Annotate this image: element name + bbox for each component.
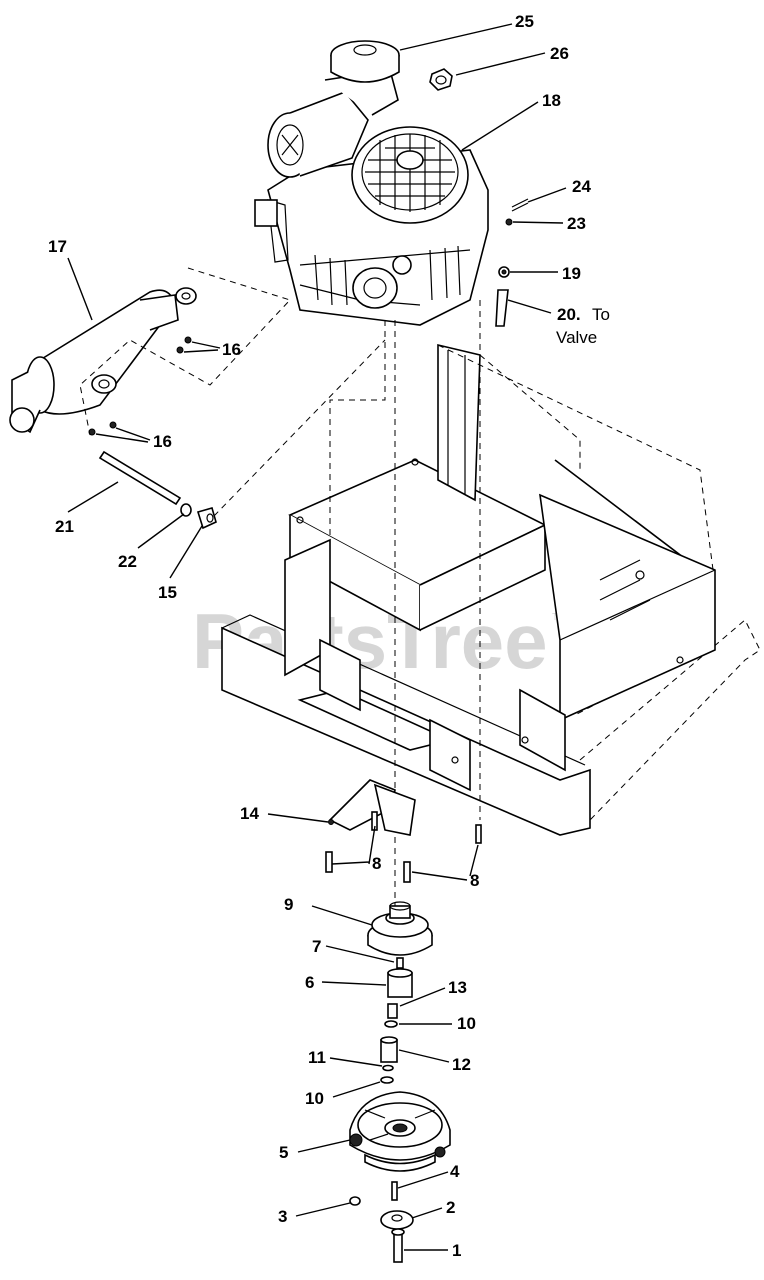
callout-18: 18: [542, 91, 561, 110]
washer-part-10b[interactable]: [380, 1076, 394, 1084]
callout-10-upper: 10: [457, 1014, 476, 1033]
bracket-part-14[interactable]: [328, 779, 416, 836]
spacer-part-2[interactable]: [380, 1210, 414, 1230]
callout-8-right: 8: [470, 871, 479, 890]
callout-13: 13: [448, 978, 467, 997]
callout-4: 4: [450, 1162, 460, 1181]
callout-10-lower: 10: [305, 1089, 324, 1108]
callout-26: 26: [550, 44, 569, 63]
callout-2: 2: [446, 1198, 455, 1217]
fitting-part-24[interactable]: [511, 198, 529, 212]
hose-part-20[interactable]: [495, 289, 509, 327]
nut-part-3[interactable]: [349, 1196, 361, 1206]
muffler-part-17[interactable]: [9, 287, 197, 434]
callout-16-lower: 16: [153, 432, 172, 451]
callout-22: 22: [118, 552, 137, 571]
bolt-part-1[interactable]: [391, 1228, 405, 1263]
callout-19: 19: [562, 264, 581, 283]
callout-14: 14: [240, 804, 259, 823]
pin-part-4[interactable]: [391, 1181, 398, 1201]
callout-6: 6: [305, 973, 314, 992]
nut-part-26[interactable]: [429, 68, 453, 91]
callout-20-note-valve: Valve: [556, 328, 597, 347]
clutch-part-5[interactable]: [349, 1091, 451, 1172]
callout-7: 7: [312, 937, 321, 956]
callout-9: 9: [284, 895, 293, 914]
callout-24: 24: [572, 177, 591, 196]
callout-8-left: 8: [372, 854, 381, 873]
callout-20-note-to: To: [592, 305, 610, 324]
callout-1: 1: [452, 1241, 461, 1260]
fitting-part-15[interactable]: [196, 507, 217, 530]
callout-12: 12: [452, 1055, 471, 1074]
washer-part-22[interactable]: [180, 503, 192, 517]
callout-20: 20.: [557, 305, 581, 324]
callout-15: 15: [158, 583, 177, 602]
bolts-part-16[interactable]: [88, 336, 192, 436]
washer-part-10a[interactable]: [384, 1020, 398, 1028]
chassis-frame: [221, 343, 761, 836]
fitting-part-19[interactable]: [498, 266, 510, 278]
leader-lines: [67, 23, 567, 1251]
engine-part-18[interactable]: [254, 69, 489, 326]
callout-16-upper: 16: [222, 340, 241, 359]
callout-5: 5: [279, 1143, 288, 1162]
callout-3: 3: [278, 1207, 287, 1226]
callout-17: 17: [48, 237, 67, 256]
callout-11: 11: [308, 1048, 326, 1067]
callout-21: 21: [55, 517, 74, 536]
key-part-7[interactable]: [396, 957, 404, 969]
washer-part-23[interactable]: [505, 218, 513, 226]
spacer-part-12[interactable]: [380, 1036, 398, 1063]
rod-part-21[interactable]: [98, 450, 182, 506]
callout-25: 25: [515, 12, 534, 31]
pulley-part-9[interactable]: [367, 901, 433, 956]
callout-23: 23: [567, 214, 586, 233]
cap-part-25[interactable]: [330, 40, 400, 83]
callout-labels: 25 26 18 24 23 19 20. To Valve 17 16 16 …: [48, 12, 610, 1260]
spacer-part-13[interactable]: [387, 1003, 398, 1019]
bushing-part-6[interactable]: [387, 968, 413, 998]
washer-part-11[interactable]: [382, 1064, 394, 1072]
